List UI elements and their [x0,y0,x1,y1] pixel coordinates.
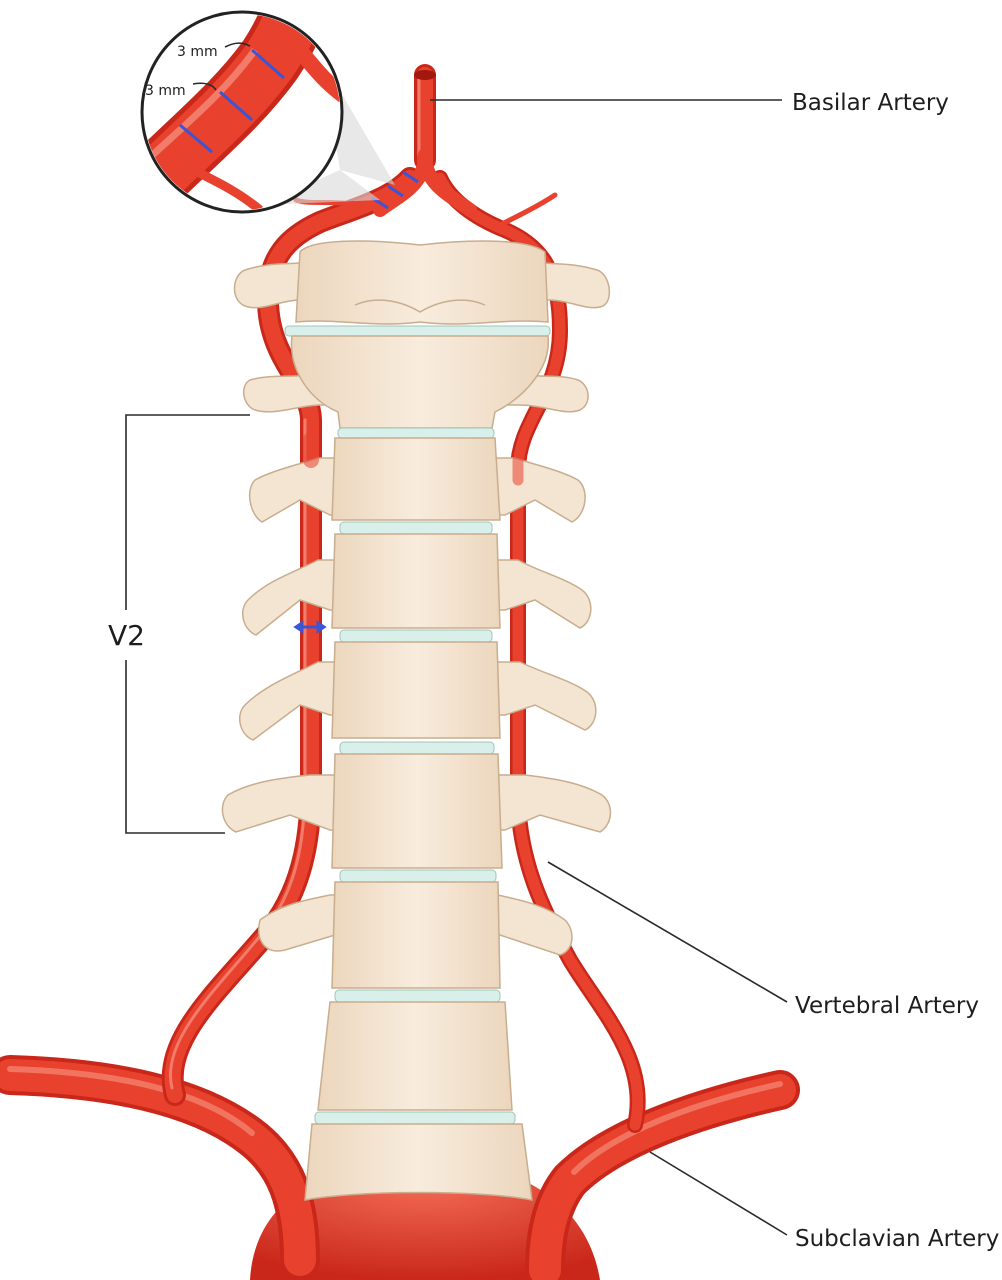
vertebral-artery-visible-segments [303,432,524,486]
axis-vertebra [243,325,589,429]
measure-label-bottom: 3 mm [145,83,186,99]
vertebra-c6 [221,741,612,869]
vertebra-c3 [248,427,586,523]
v2-diameter-marker [293,620,327,634]
zoom-callout: 3 mm 3 mm [140,10,395,214]
measure-label-top: 3 mm [177,44,218,60]
basilar-callout: Basilar Artery [430,90,949,116]
right-subclavian-artery [525,1070,800,1280]
vertebral-callout: Vertebral Artery [547,861,979,1019]
subclavian-callout: Subclavian Artery [649,1151,999,1252]
v2-segment-label: V2 [108,619,145,652]
vertebra-c5 [238,629,597,741]
left-subclavian-artery [0,1055,320,1280]
subclavian-artery-label: Subclavian Artery [795,1226,999,1252]
basilar-artery [373,64,477,217]
vertebra-t2 [304,1111,533,1201]
cervical-spine [221,240,612,1201]
vertebral-artery-label: Vertebral Artery [795,993,979,1019]
vertebra-t1 [317,989,513,1111]
right-vertebral-artery [432,170,646,1133]
v2-bracket: V2 [108,414,250,834]
vertebra-c7 [258,869,573,989]
vertebra-c4 [241,521,592,636]
atlas-vertebra [233,240,611,325]
basilar-artery-label: Basilar Artery [792,90,949,116]
